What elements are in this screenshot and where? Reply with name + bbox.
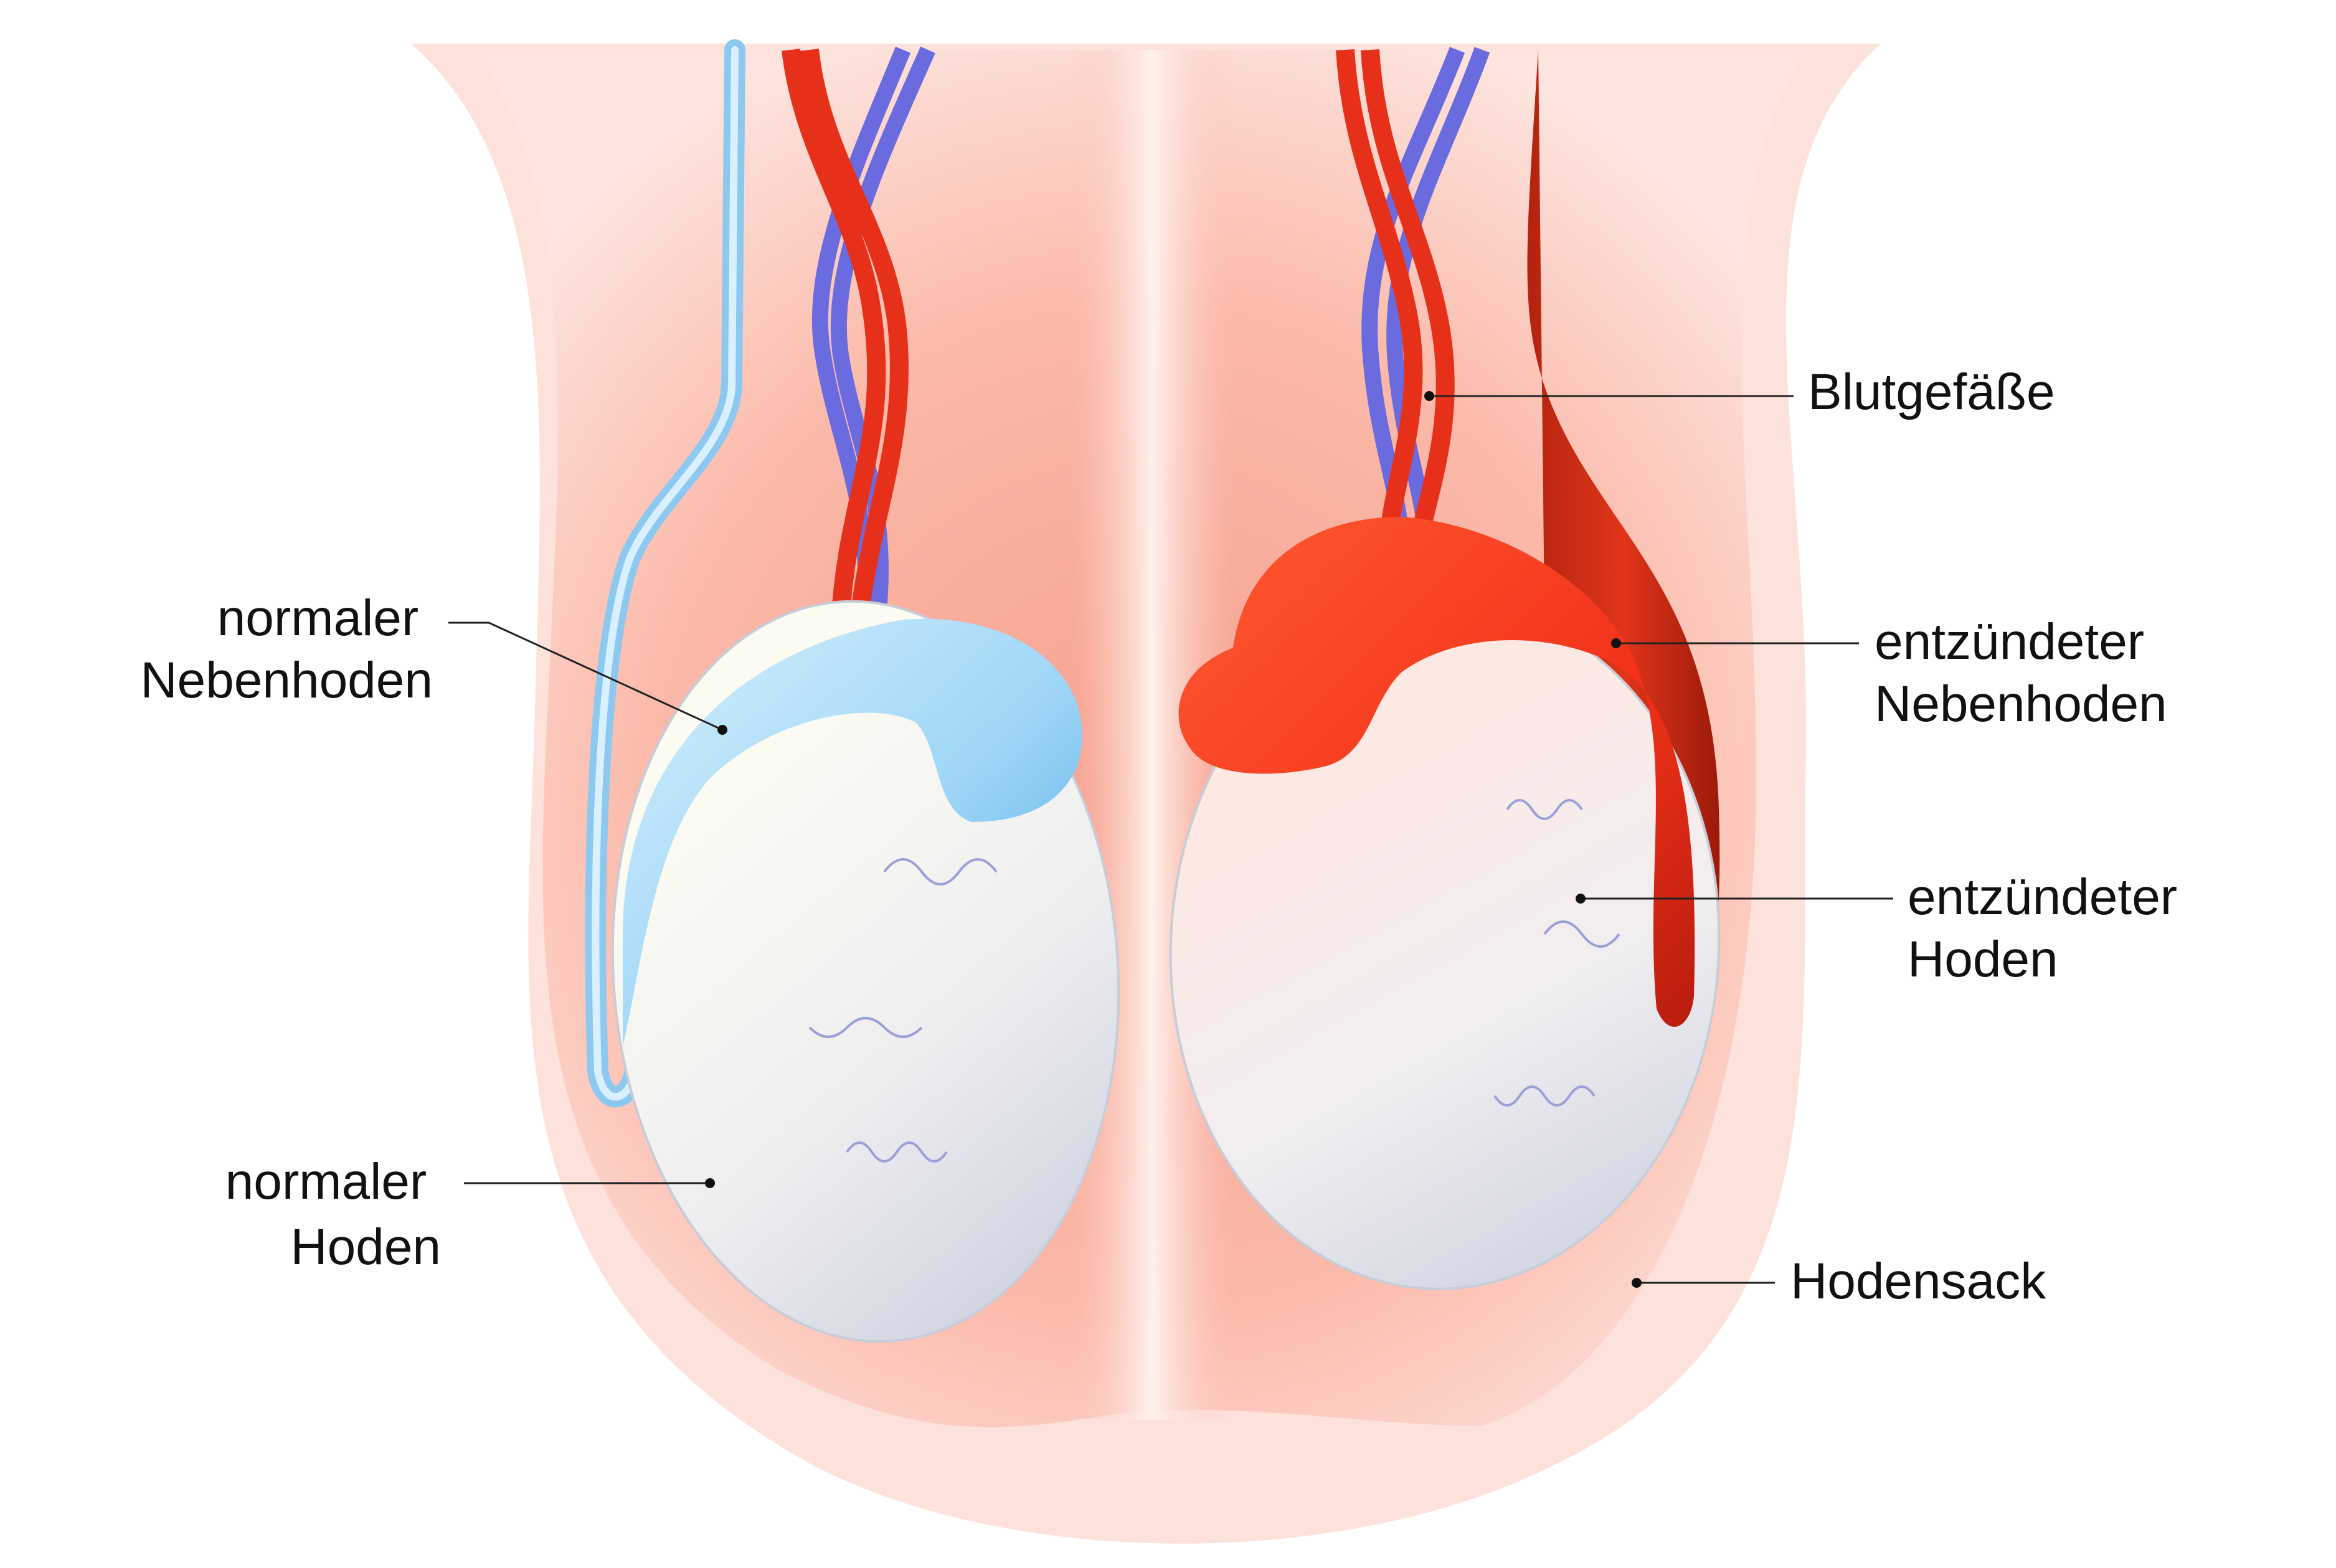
- right-epididymis-inflamed: [1178, 517, 1695, 1027]
- pointer-dot-inflamed-epididymis: [1611, 638, 1621, 648]
- pointer-dot-normal-epididymis: [717, 725, 727, 735]
- left-arteries: [782, 49, 909, 618]
- right-arteries: [1336, 49, 1455, 538]
- right-testis-group: [1169, 517, 1721, 1290]
- right-spermatic-cord: [1336, 47, 1720, 1096]
- pointer-dot-scrotum: [1632, 1278, 1642, 1288]
- left-testis-group: [611, 600, 1120, 1343]
- label-scrotum: Hodensack: [1790, 1253, 2046, 1310]
- leader-normal-epididymis: [448, 621, 723, 731]
- pointer-dot-normal-testis: [705, 1178, 715, 1188]
- label-inflamed-epididymis: entzündeter Nebenhoden: [1875, 613, 2167, 732]
- label-normal-epididymis: normaler Nebenhoden: [140, 590, 433, 709]
- label-blood-vessels: Blutgefäße: [1808, 364, 2055, 420]
- pointer-dot-blood-vessels: [1424, 391, 1434, 401]
- pointer-dot-inflamed-testis: [1576, 894, 1586, 904]
- leader-lines: [448, 391, 1893, 1288]
- labels: normaler Nebenhoden normaler Hoden Blutg…: [140, 364, 2192, 1310]
- left-testis-vessels: [808, 858, 998, 1163]
- right-testis-vessels: [1493, 799, 1620, 1107]
- right-vas-deferens-inflamed: [1527, 50, 1720, 1096]
- label-normal-testis: normaler Hoden: [225, 1153, 441, 1275]
- left-epididymis-normal: [623, 618, 1082, 1046]
- left-spermatic-cord: [585, 39, 935, 1108]
- label-inflamed-testis: entzündeter Hoden: [1908, 869, 2192, 988]
